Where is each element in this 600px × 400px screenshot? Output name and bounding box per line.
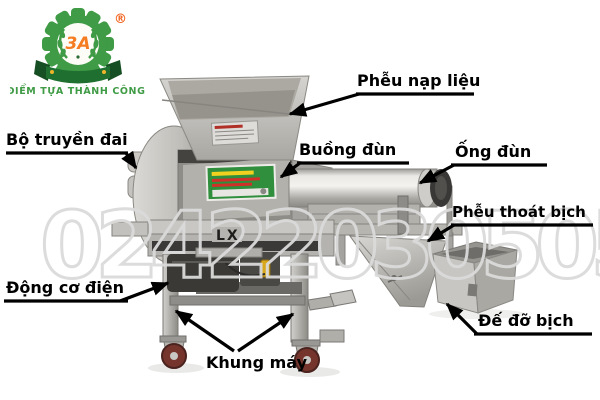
part-label-de-do-bich: Đế đỡ bịch: [478, 311, 574, 330]
part-label-bo-truyen-dai: Bộ truyền đai: [6, 130, 128, 149]
bag-support-tray: [432, 241, 518, 314]
part-label-phieu-nap-lieu: Phễu nạp liệu: [357, 71, 481, 90]
part-label-dong-co-dien: Động cơ điện: [6, 278, 125, 297]
leader-de-do-bich: [445, 302, 592, 336]
outlet-funnel: [348, 235, 447, 308]
part-label-phieu-thoat-bich: Phễu thoát bịch: [452, 203, 586, 221]
foot-pedal: [307, 289, 357, 311]
leader-dong-co-dien: [4, 281, 170, 303]
electric-motor: [167, 247, 280, 292]
part-label-khung-may: Khung máy: [206, 353, 307, 372]
oil-cup: [260, 259, 271, 278]
ribbon-banner: [34, 60, 122, 84]
leader-bo-truyen-dai: [6, 150, 138, 170]
product-label: [205, 163, 277, 202]
brand-text: 3A: [66, 34, 91, 54]
leader-buong-dun: [279, 161, 409, 179]
caster-wheel-right: [291, 329, 345, 373]
leader-phieu-thoat-bich: [426, 223, 593, 243]
part-label-ong-dun: Ống đùn: [455, 142, 532, 161]
extruder-tube: [288, 168, 452, 235]
frame-marking: LX: [216, 228, 240, 244]
brand-logo: 3A ® ĐIỂM TỰA THÀNH CÔNG: [10, 8, 146, 97]
hopper-spec-label: [210, 120, 260, 146]
logo-slogan: ĐIỂM TỰA THÀNH CÔNG: [10, 84, 146, 97]
laurel-wreath-icon: [57, 28, 99, 59]
registered-mark: ®: [114, 12, 127, 27]
caster-wheel-left: [159, 335, 187, 369]
part-label-buong-dun: Buồng đùn: [299, 140, 397, 159]
leader-ong-dun: [418, 163, 547, 185]
feed-hopper: [159, 75, 310, 161]
machine-frame: LX: [111, 219, 335, 343]
leader-phieu-nap-lieu: [288, 92, 474, 117]
leader-khung-may: [174, 309, 295, 353]
